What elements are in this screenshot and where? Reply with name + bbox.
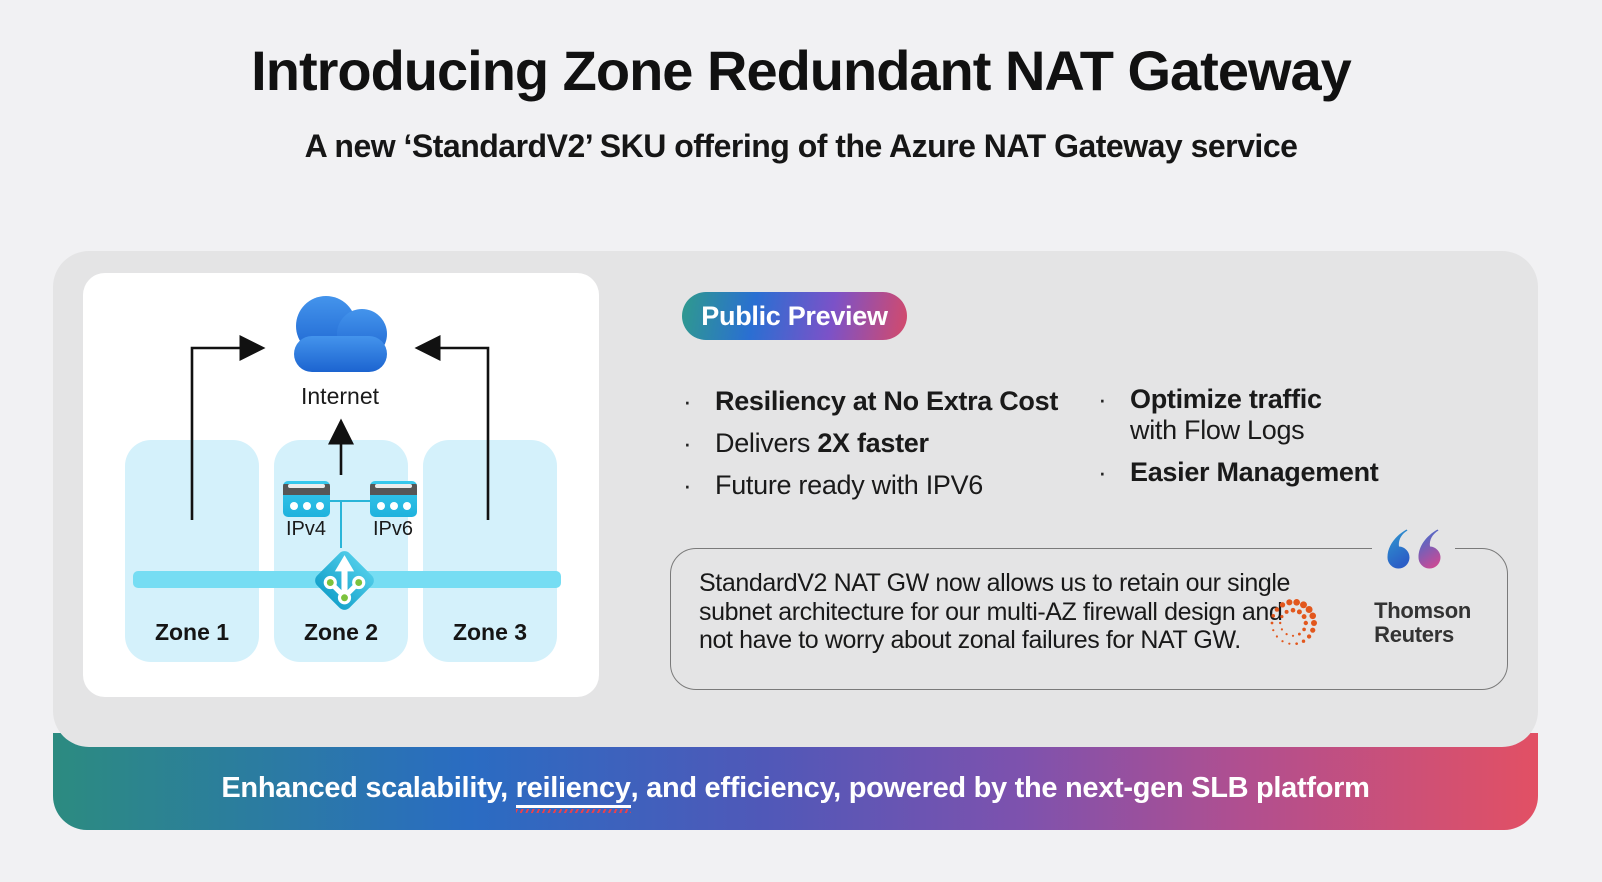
quote-text-line: subnet architecture for our multi-AZ fir… [699,597,1283,626]
feature-list-left: · Resiliency at No Extra Cost · Delivers… [683,384,1083,510]
quote-card: StandardV2 NAT GW now allows us to retai… [670,528,1508,690]
zone-1-label: Zone 1 [154,619,230,645]
page-title: Introducing Zone Redundant NAT Gateway [251,39,1352,102]
footer-text-after: , and efficiency, powered by the next-ge… [630,771,1370,804]
ipv4-label: IPv4 [285,518,327,540]
footer-text: Enhanced scalability, reiliency, and eff… [221,771,1370,808]
internet-label: Internet [301,383,379,409]
bullet-icon: · [1098,384,1107,414]
quote-text-line: not have to worry about zonal failures f… [699,626,1241,654]
ipv6-device-icon [370,481,417,517]
feature-item: · Future ready with IPV6 [683,470,984,500]
bullet-icon: · [683,386,692,416]
thomson-reuters-line2: Reuters [1374,622,1454,647]
page-subtitle: A new ‘StandardV2’ SKU offering of the A… [304,128,1298,164]
quote-text: StandardV2 NAT GW now allows us to retai… [699,569,1290,655]
zone-2-label: Zone 2 [303,619,379,645]
bullet-icon: · [1098,457,1107,487]
quote-text-line: StandardV2 NAT GW now allows us to retai… [699,569,1291,597]
zone-3-box: Zone 3 [423,440,557,662]
open-quote-icon [1372,528,1455,570]
thomson-reuters-logo-icon [1270,598,1318,646]
ipv4-device-icon [283,481,330,517]
gateway-connector-line [340,501,342,548]
zone-1-box: Zone 1 [125,440,259,662]
thomson-reuters-wordmark: Thomson Reuters [1374,599,1471,647]
zone-3-label: Zone 3 [452,619,528,645]
nat-gateway-icon [315,551,374,610]
bullet-icon: · [683,470,692,500]
internet-cloud-icon [294,296,387,372]
footer-text-before: Enhanced scalability, [221,771,516,804]
ipv6-label: IPv6 [372,518,414,540]
zone-2-box: Zone 2 [274,440,408,662]
public-preview-label: Public Preview [701,300,888,331]
bullet-icon: · [683,428,692,458]
feature-item: · Easier Management [1098,457,1379,487]
public-preview-badge: Public Preview [682,292,907,340]
feature-item: · Delivers 2X faster [683,428,929,458]
thomson-reuters-line1: Thomson [1374,598,1471,623]
typo-underline-word: reiliency [515,771,631,808]
feature-item: · Resiliency at No Extra Cost [683,386,1059,416]
device-connector-line [330,500,370,502]
footer-banner: Enhanced scalability, reiliency, and eff… [53,733,1538,830]
